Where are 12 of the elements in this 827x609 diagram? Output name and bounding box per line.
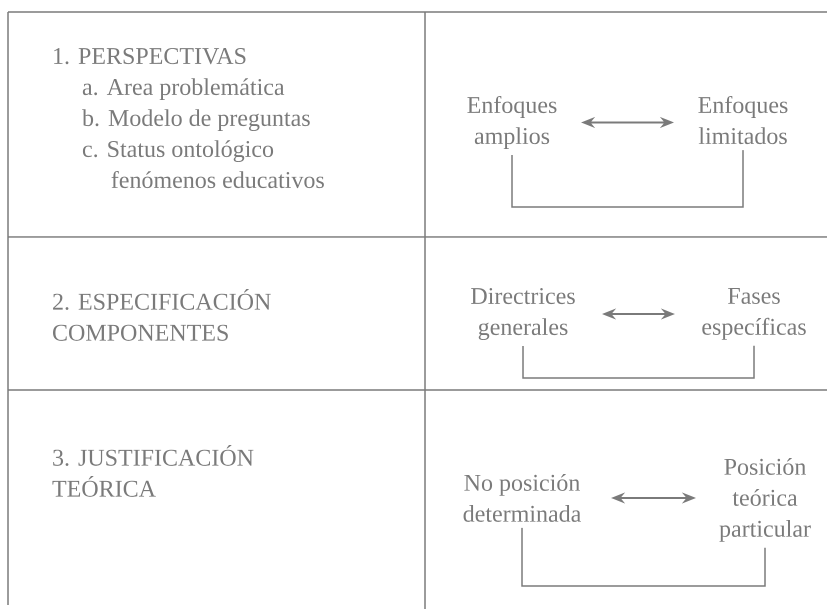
concept-text: Enfoques limitados — [698, 96, 788, 144]
concept-text: No posición determinada — [464, 474, 581, 522]
concept-text: Enfoques amplios — [467, 96, 556, 149]
bracket-line — [522, 346, 755, 379]
list-cell: 2. ESPECIFICACIÓN COMPONENTES — [53, 288, 271, 341]
concept-text: Fases específicas — [702, 288, 806, 340]
list-cell: 3. JUSTIFICACIÓN TEÓRICA — [52, 444, 254, 497]
bracket-line — [521, 528, 766, 587]
list-cell: 1. PERSPECTIVAS a. Area problemática b. Modelo de preguntas c. Status ontológico fenómenos educativos — [54, 48, 324, 188]
concept-text: Directrices generales — [471, 288, 575, 340]
bracket-line — [511, 150, 744, 208]
concept-text: Posición teórica particular — [719, 458, 811, 542]
